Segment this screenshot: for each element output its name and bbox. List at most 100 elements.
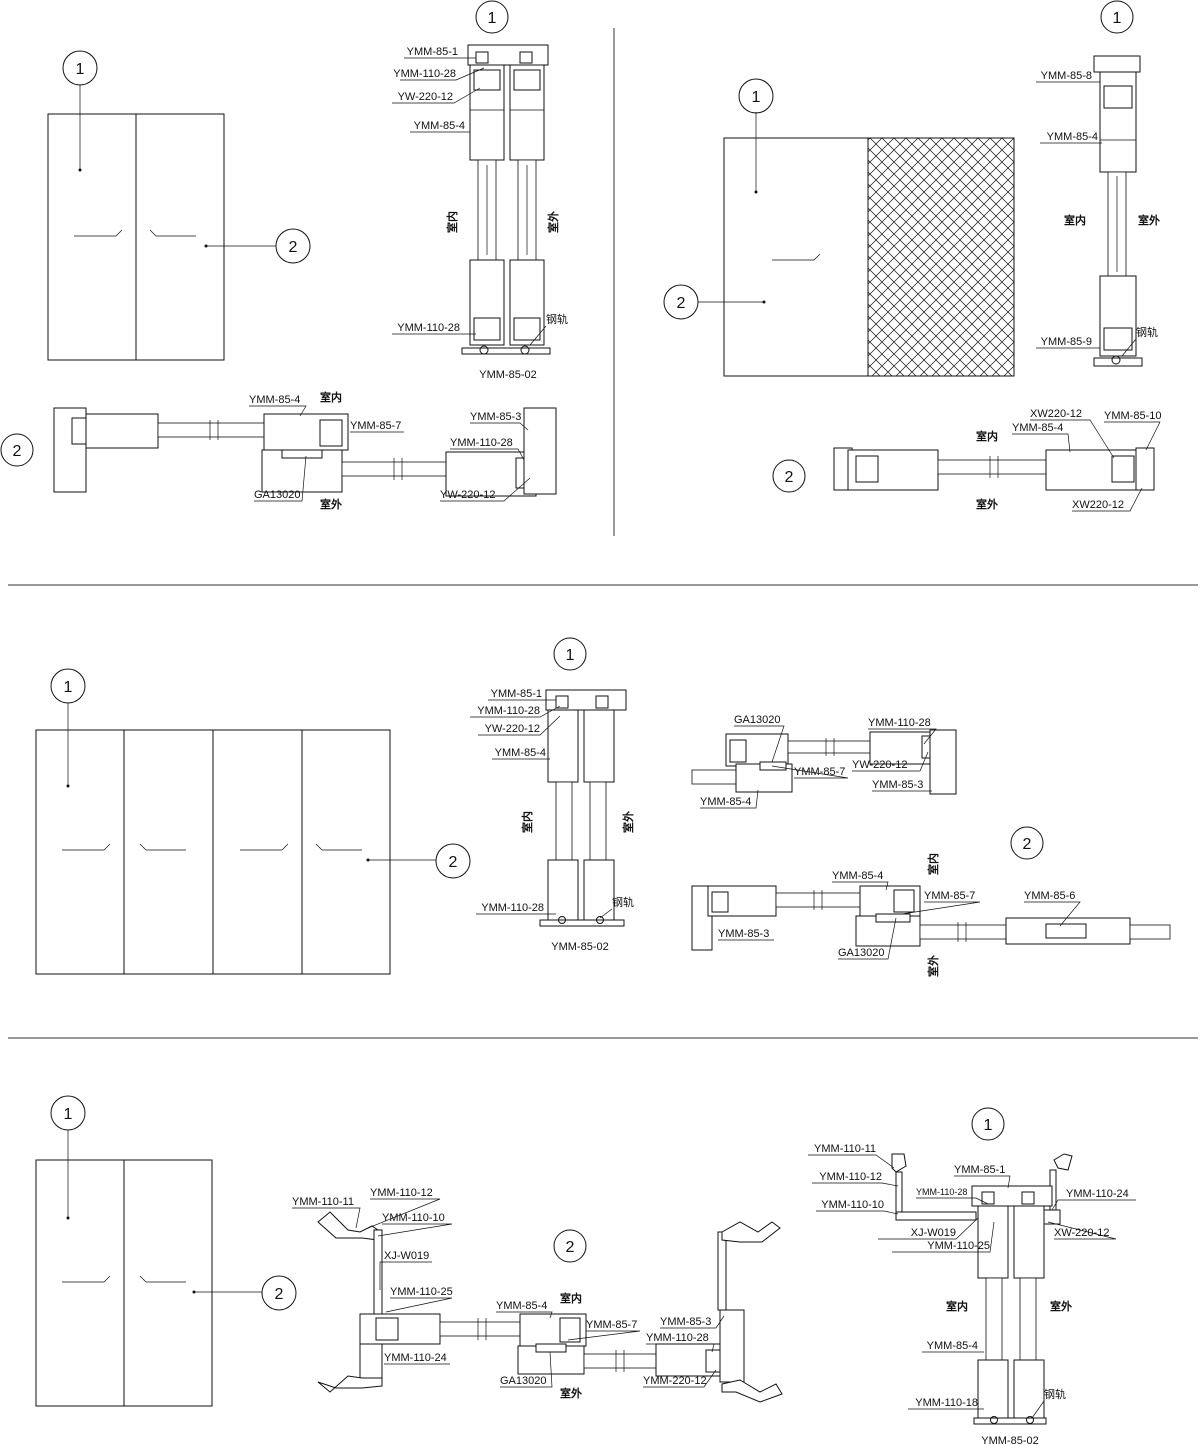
part-label: YMM-85-4 (495, 747, 546, 759)
part-label: GA13020 (734, 714, 780, 726)
part-label: YMM-110-28 (916, 1187, 967, 1197)
callout-number: 2 (289, 239, 298, 256)
part-label: YMM-110-28 (868, 717, 931, 729)
part-label: YMM-85-3 (718, 928, 769, 940)
part-label: 钢轨 (612, 895, 634, 909)
part-label: XW220-12 (1072, 499, 1124, 511)
part-label: YMM-110-28 (450, 437, 513, 449)
part-label: YMM-85-7 (794, 766, 845, 778)
callout-circle (261, 1275, 297, 1311)
sec1-right-vertical-section: 1 YMM-85-8 YMM-85-4 YMM-85-9 钢轨 室内 室外 (1036, 0, 1160, 367)
part-label: 钢轨 (1136, 325, 1158, 339)
part-label: YMM-85-4 (832, 870, 883, 882)
part-label: YMM-110-25 (390, 1286, 453, 1298)
callout-circle (0, 433, 34, 467)
part-label: YW-220-12 (852, 759, 907, 771)
part-label: YMM-110-12 (819, 1171, 882, 1183)
sec2-plan-section-bottom: YMM-85-4 室内 YMM-85-7 YMM-85-6 YMM-85-3 G… (691, 853, 1171, 977)
outdoor-label: 室外 (1050, 1299, 1072, 1313)
indoor-label: 室内 (1064, 213, 1086, 227)
part-label: YMM-85-9 (1041, 336, 1092, 348)
part-label: YMM-110-11 (814, 1143, 876, 1155)
part-label: YMM-85-4 (496, 1300, 547, 1312)
part-label: YMM-110-10 (821, 1199, 884, 1211)
part-label: YMM-110-18 (915, 1397, 978, 1409)
part-label: YMM-85-4 (414, 120, 465, 132)
part-label: GA13020 (500, 1375, 546, 1387)
part-label: GA13020 (254, 489, 300, 501)
outdoor-label: 室外 (1138, 213, 1160, 227)
sec1-left-vertical-section: 1 YMM-85-1 YMM-110-28 YW-220-12 YMM-85-4… (392, 0, 568, 381)
part-label: YMM-85-02 (479, 369, 536, 381)
part-label: YMM-85-3 (470, 411, 521, 423)
part-label: YMM-110-12 (370, 1187, 433, 1199)
part-label: YMM-85-4 (927, 1340, 978, 1352)
sec2-vertical-section: 1 YMM-85-1 YMM-110-28 YW-220-12 YMM-85-4… (470, 637, 635, 953)
outdoor-label: 室外 (320, 497, 342, 511)
part-label: YW-220-12 (398, 91, 453, 103)
part-label: YMM-85-4 (249, 394, 300, 406)
part-label: YMM-85-7 (586, 1319, 637, 1331)
part-label: YMM-85-6 (1024, 890, 1075, 902)
callout-number: 1 (566, 647, 575, 664)
outdoor-label: 室外 (926, 955, 940, 977)
part-label: XJ-W019 (384, 1250, 429, 1262)
callout-circle (62, 50, 98, 86)
sec1-right-elevation: 1 2 (663, 78, 1015, 377)
part-label: YMM-110-10 (382, 1212, 445, 1224)
indoor-label: 室内 (926, 853, 940, 875)
callout-circle (475, 0, 509, 34)
callout-circle (553, 637, 587, 671)
callout-circle (738, 78, 774, 114)
callout-number: 2 (13, 443, 22, 460)
part-label: YMM-110-28 (397, 322, 460, 334)
sec1-left-horizontal-section: 2 YMM-85-4 室内 YMM-85-7 YMM-85-3 YMM-110-… (0, 390, 557, 511)
outdoor-label: 室外 (546, 211, 560, 233)
part-label: YMM-110-28 (477, 705, 540, 717)
part-label: YMM-110-24 (384, 1352, 447, 1364)
indoor-label: 室内 (976, 429, 998, 443)
part-label: YMM-85-3 (660, 1316, 711, 1328)
callout-number: 1 (1113, 10, 1122, 27)
outdoor-label: 室外 (560, 1386, 582, 1400)
part-label: YMM-85-4 (1047, 131, 1098, 143)
callout-circle (663, 284, 699, 320)
part-label: YMM-85-02 (981, 1435, 1038, 1445)
part-label: 钢轨 (546, 312, 568, 326)
callout-circle (553, 1229, 587, 1263)
callout-circle (1100, 0, 1134, 34)
callout-number: 2 (1023, 836, 1032, 853)
indoor-label: 室内 (520, 811, 534, 833)
part-label: YMM-85-4 (700, 796, 751, 808)
callout-circle (275, 228, 311, 264)
indoor-label: 室内 (946, 1299, 968, 1313)
part-label: YMM-85-8 (1041, 70, 1092, 82)
callout-circle (971, 1107, 1005, 1141)
callout-number: 2 (449, 854, 458, 871)
callout-number: 1 (752, 89, 761, 106)
part-label: XJ-W019 (911, 1227, 956, 1239)
part-label: YMM-85-02 (551, 941, 608, 953)
callout-number: 1 (984, 1117, 993, 1134)
part-label: YW-220-12 (440, 489, 495, 501)
callout-circle (772, 459, 806, 493)
part-label: YMM-110-28 (393, 68, 456, 80)
callout-number: 2 (677, 295, 686, 312)
sec1-right-horizontal-section: 2 XW220-12 YMM-85-10 YMM-85-4 室内 室外 XW22… (772, 408, 1161, 512)
part-label: 钢轨 (1044, 1387, 1066, 1401)
part-label: YW-220-12 (485, 723, 540, 735)
part-label: YMM-85-1 (407, 46, 458, 58)
part-label: YMM-85-10 (1104, 410, 1161, 422)
callout-number: 1 (64, 1106, 73, 1123)
indoor-label: 室内 (560, 1291, 582, 1305)
sec3-elevation: 1 2 (35, 1095, 297, 1407)
part-label: YMM-85-3 (872, 779, 923, 791)
part-label: YMM-220-12 (643, 1375, 707, 1387)
part-label: YMM-110-24 (1066, 1188, 1129, 1200)
outdoor-label: 室外 (621, 811, 635, 833)
sec2-elevation: 1 2 (35, 668, 471, 975)
part-label: YMM-85-7 (350, 420, 401, 432)
callout-number: 1 (76, 61, 85, 78)
part-label: XW-220-12 (1054, 1227, 1109, 1239)
